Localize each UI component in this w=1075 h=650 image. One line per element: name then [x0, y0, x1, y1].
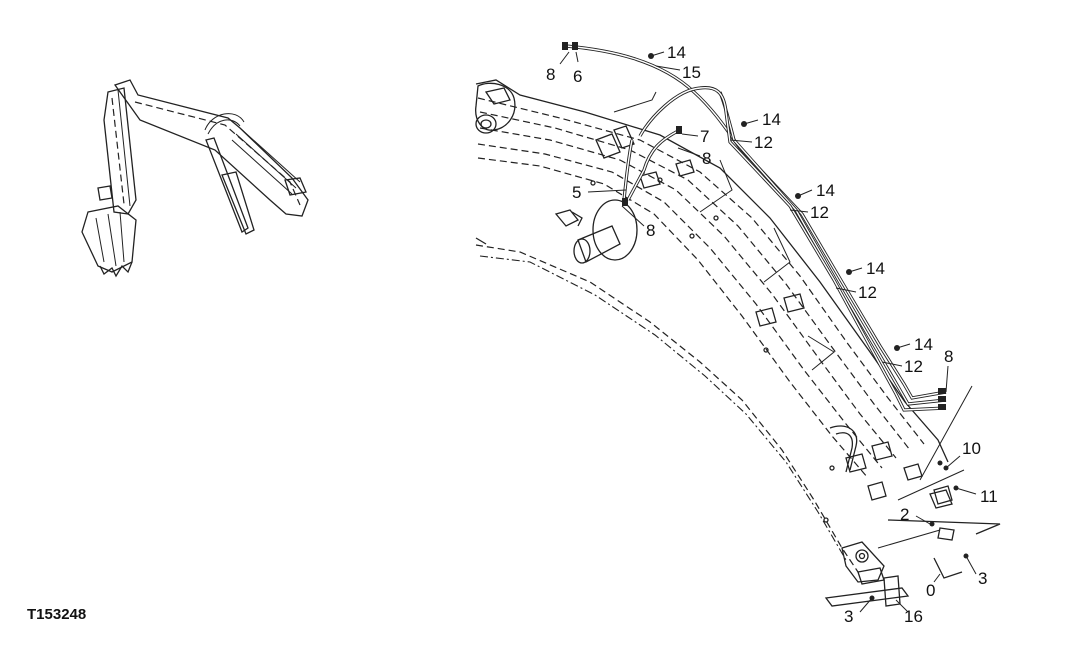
machine-overview-drawing	[81, 79, 309, 278]
callout-8: 8	[944, 347, 953, 366]
callout-14: 14	[866, 259, 885, 278]
callout-5: 5	[572, 183, 581, 202]
hydraulic-lines-drawing	[562, 42, 969, 601]
callout-11: 11	[980, 487, 998, 506]
callout-leader-lines	[559, 51, 977, 613]
callout-12: 12	[904, 357, 923, 376]
figure-id: T153248	[27, 606, 86, 623]
callout-12: 12	[754, 133, 773, 152]
callout-16: 16	[904, 607, 923, 626]
callout-3: 3	[844, 607, 853, 626]
callout-7: 7	[700, 127, 709, 146]
callout-8: 8	[702, 149, 711, 168]
callout-8: 8	[546, 65, 555, 84]
callout-12: 12	[858, 283, 877, 302]
callout-8: 8	[646, 221, 655, 240]
callout-14: 14	[762, 110, 781, 129]
callout-3: 3	[978, 569, 987, 588]
callout-0: 0	[926, 581, 935, 600]
callout-15: 15	[682, 63, 701, 82]
callout-12: 12	[810, 203, 829, 222]
callout-14: 14	[914, 335, 933, 354]
boom-structure-drawing	[475, 79, 1001, 607]
callout-labels: 14 8 6 15 14 7 12 8 14 5 12 8 14 12 14 8…	[546, 43, 998, 626]
callout-14: 14	[816, 181, 835, 200]
callout-2: 2	[900, 505, 909, 524]
callout-10: 10	[962, 439, 981, 458]
callout-6: 6	[573, 67, 582, 86]
callout-14: 14	[667, 43, 686, 62]
